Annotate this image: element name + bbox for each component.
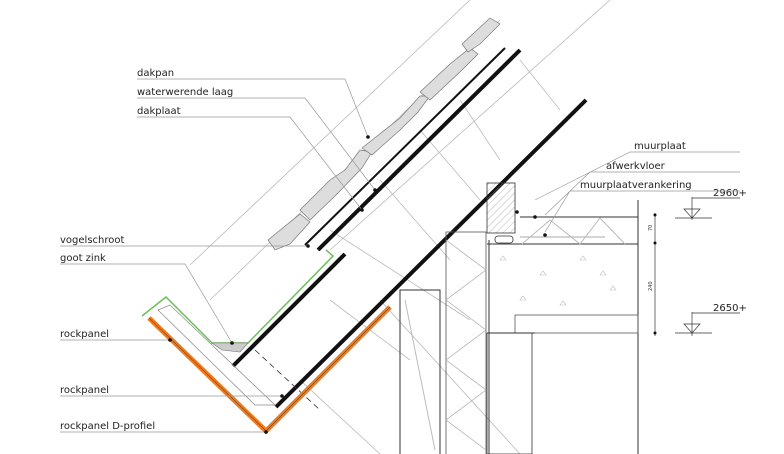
leader-lines bbox=[60, 78, 740, 433]
floor-build-up bbox=[486, 200, 639, 454]
label-rockpanel-2: rockpanel bbox=[60, 385, 109, 396]
label-vogelschroot: vogelschroot bbox=[60, 235, 124, 246]
dim-floor: 70 bbox=[648, 225, 654, 231]
gutter-support bbox=[211, 342, 249, 353]
label-rockpanel-1: rockpanel bbox=[60, 329, 109, 340]
wall-insulation bbox=[445, 231, 487, 454]
leader-dots bbox=[168, 135, 547, 434]
label-dakpan: dakpan bbox=[137, 68, 174, 79]
level-upper-text: 2960+ bbox=[713, 188, 747, 199]
batten-line bbox=[304, 47, 506, 246]
label-muurplaat: muurplaat bbox=[634, 141, 686, 152]
eave-timber bbox=[157, 304, 276, 406]
level-lower-text: 2650+ bbox=[713, 303, 747, 314]
roof-board-lower bbox=[231, 252, 347, 368]
ceiling-board bbox=[274, 98, 588, 409]
dim-slab: 240 bbox=[648, 281, 654, 291]
level-marker-upper: 2960+ bbox=[675, 188, 747, 220]
rockpanel-cladding bbox=[147, 305, 392, 435]
label-dakplaat: dakplaat bbox=[137, 106, 181, 117]
label-afwerkvloer: afwerkvloer bbox=[606, 161, 666, 172]
label-muurplaatverankering: muurplaatverankering bbox=[580, 180, 692, 191]
label-waterwerende-laag: waterwerende laag bbox=[137, 87, 233, 98]
roof-tiles bbox=[267, 17, 501, 251]
roof-board bbox=[316, 48, 522, 252]
label-rockpanel-d-profiel: rockpanel D-profiel bbox=[60, 421, 155, 432]
construction-lines bbox=[189, 0, 611, 454]
wall-column bbox=[399, 289, 441, 454]
hidden-line bbox=[254, 349, 321, 411]
level-marker-lower: 2650+ bbox=[675, 303, 747, 336]
label-goot-zink: goot zink bbox=[60, 253, 106, 264]
wall-plate bbox=[486, 182, 516, 234]
